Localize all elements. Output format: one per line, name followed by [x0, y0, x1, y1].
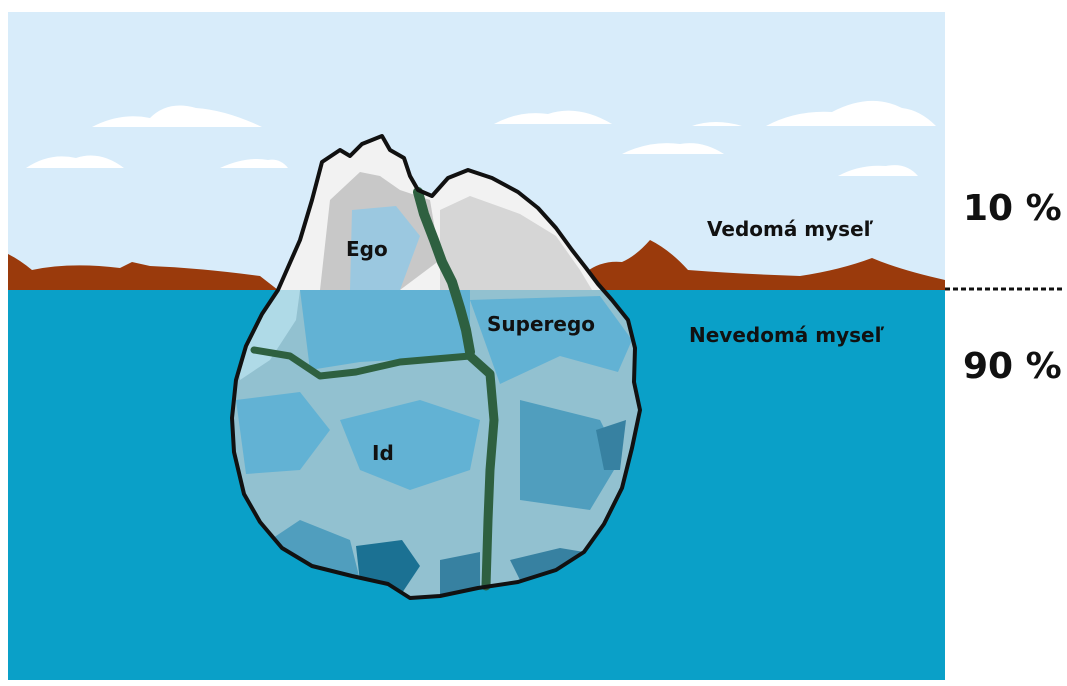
unconscious-percent: 90 % — [963, 346, 1062, 387]
ego-label: Ego — [346, 237, 388, 261]
id-label: Id — [372, 441, 394, 465]
unconscious-mind-label: Nevedomá myseľ — [689, 323, 885, 347]
conscious-mind-label: Vedomá myseľ — [707, 217, 874, 241]
conscious-percent: 10 % — [963, 188, 1062, 229]
superego-label: Superego — [487, 312, 595, 336]
